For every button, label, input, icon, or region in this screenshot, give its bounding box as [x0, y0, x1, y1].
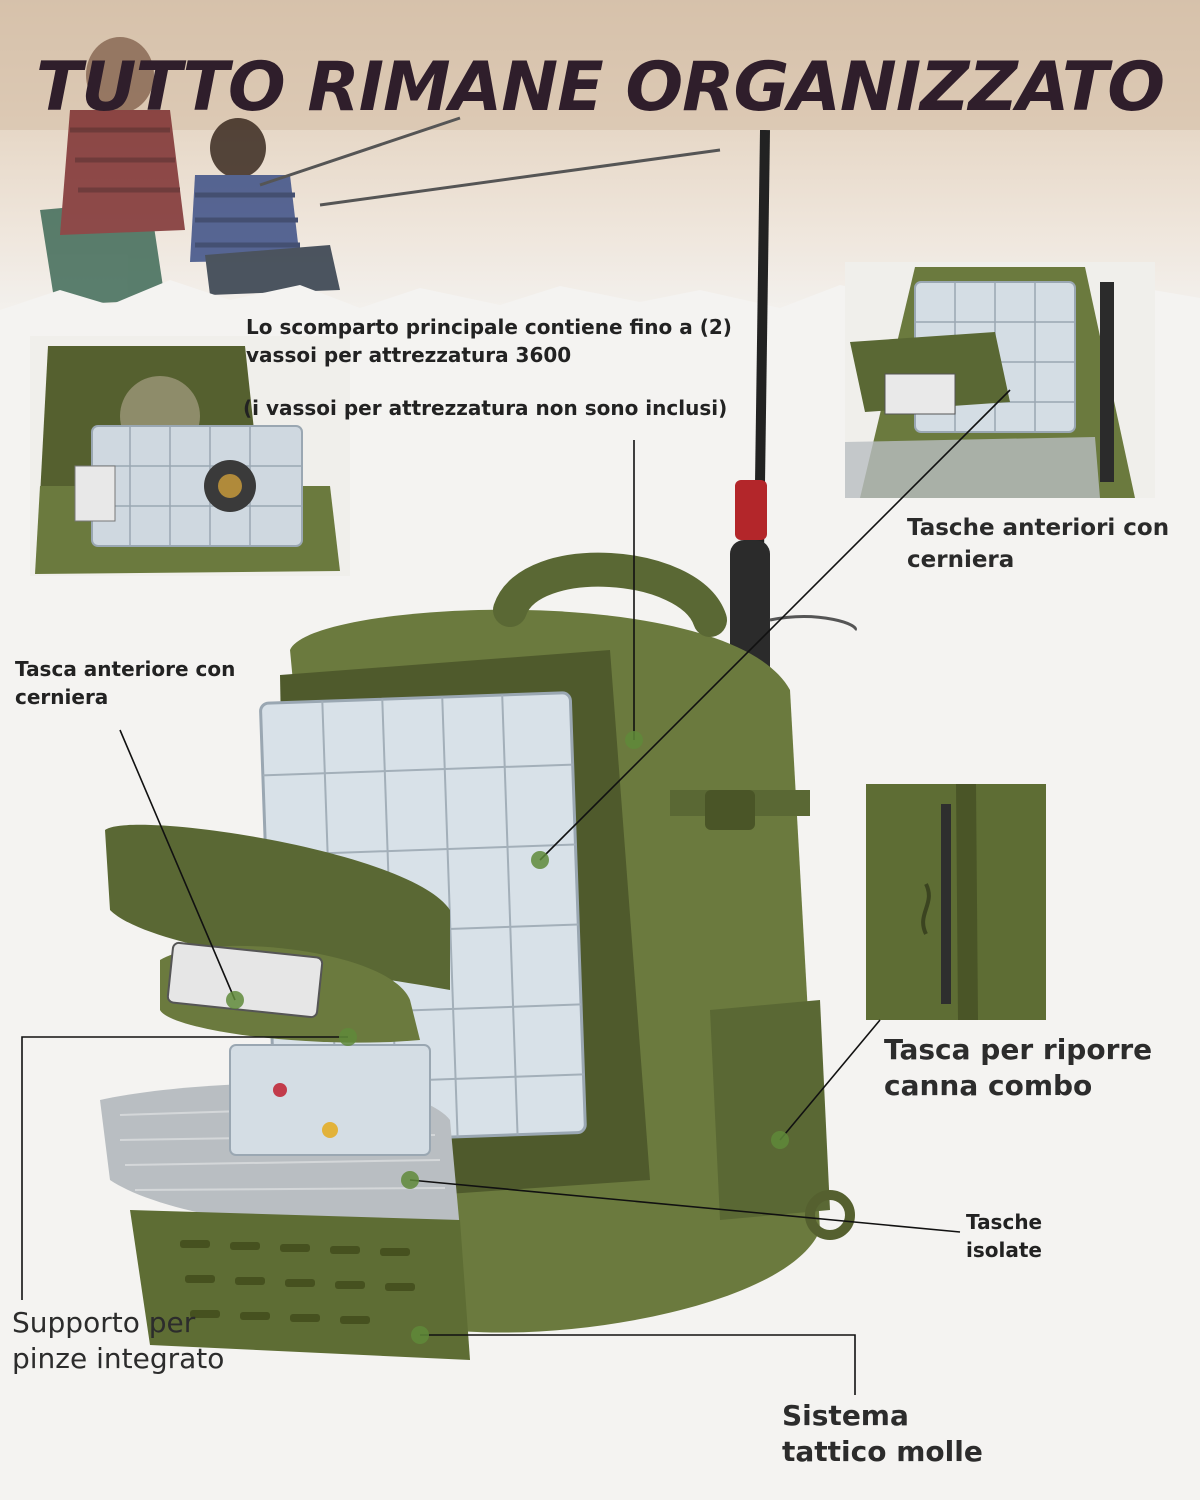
callout-plier-holder-line2: pinze integrato: [12, 1341, 225, 1375]
fishing-scene-illustration: [0, 0, 1200, 305]
callout-insulated-pockets: Tasche isolate: [966, 1208, 1042, 1264]
callout-insulated-line2: isolate: [966, 1238, 1042, 1262]
callout-front-zip-pocket: Tasca anteriore con cerniera: [15, 655, 235, 711]
callout-molle-system: Sistema tattico molle: [782, 1398, 983, 1470]
callout-front-zip-pockets-line1: Tasche anteriori con: [907, 515, 1170, 541]
fishing-scene-banner: [0, 0, 1200, 340]
callout-main-compartment-line1: Lo scomparto principale contiene fino a …: [246, 315, 732, 339]
callout-rod-holder-line1: Tasca per riporre: [884, 1033, 1153, 1066]
callout-molle-line1: Sistema: [782, 1399, 909, 1432]
callout-trays-not-included: (i vassoi per attrezzatura non sono incl…: [243, 396, 728, 420]
callout-main-compartment: Lo scomparto principale contiene fino a …: [246, 313, 732, 369]
callout-molle-line2: tattico molle: [782, 1434, 983, 1468]
callout-front-zip-pockets: Tasche anteriori con cerniera: [907, 512, 1169, 576]
callout-plier-holder: Supporto per pinze integrato: [12, 1305, 224, 1377]
main-compartment-photo: [30, 336, 350, 576]
callout-insulated-line1: Tasche: [966, 1210, 1043, 1234]
rod-holder-photo: [866, 784, 1046, 1020]
front-pockets-photo: [845, 262, 1155, 498]
callout-rod-holder-line2: canna combo: [884, 1068, 1093, 1102]
callout-front-zip-pockets-line2: cerniera: [907, 547, 1015, 574]
page-title: TUTTO RIMANE ORGANIZZATO: [35, 48, 1165, 127]
callout-rod-holder: Tasca per riporre canna combo: [884, 1032, 1152, 1104]
callout-main-compartment-line2: vassoi per attrezzatura 3600: [246, 343, 572, 367]
callout-front-zip-pocket-line1: Tasca anteriore con: [15, 657, 236, 681]
callout-plier-holder-line1: Supporto per: [12, 1306, 196, 1339]
callout-front-zip-pocket-line2: cerniera: [15, 685, 109, 709]
